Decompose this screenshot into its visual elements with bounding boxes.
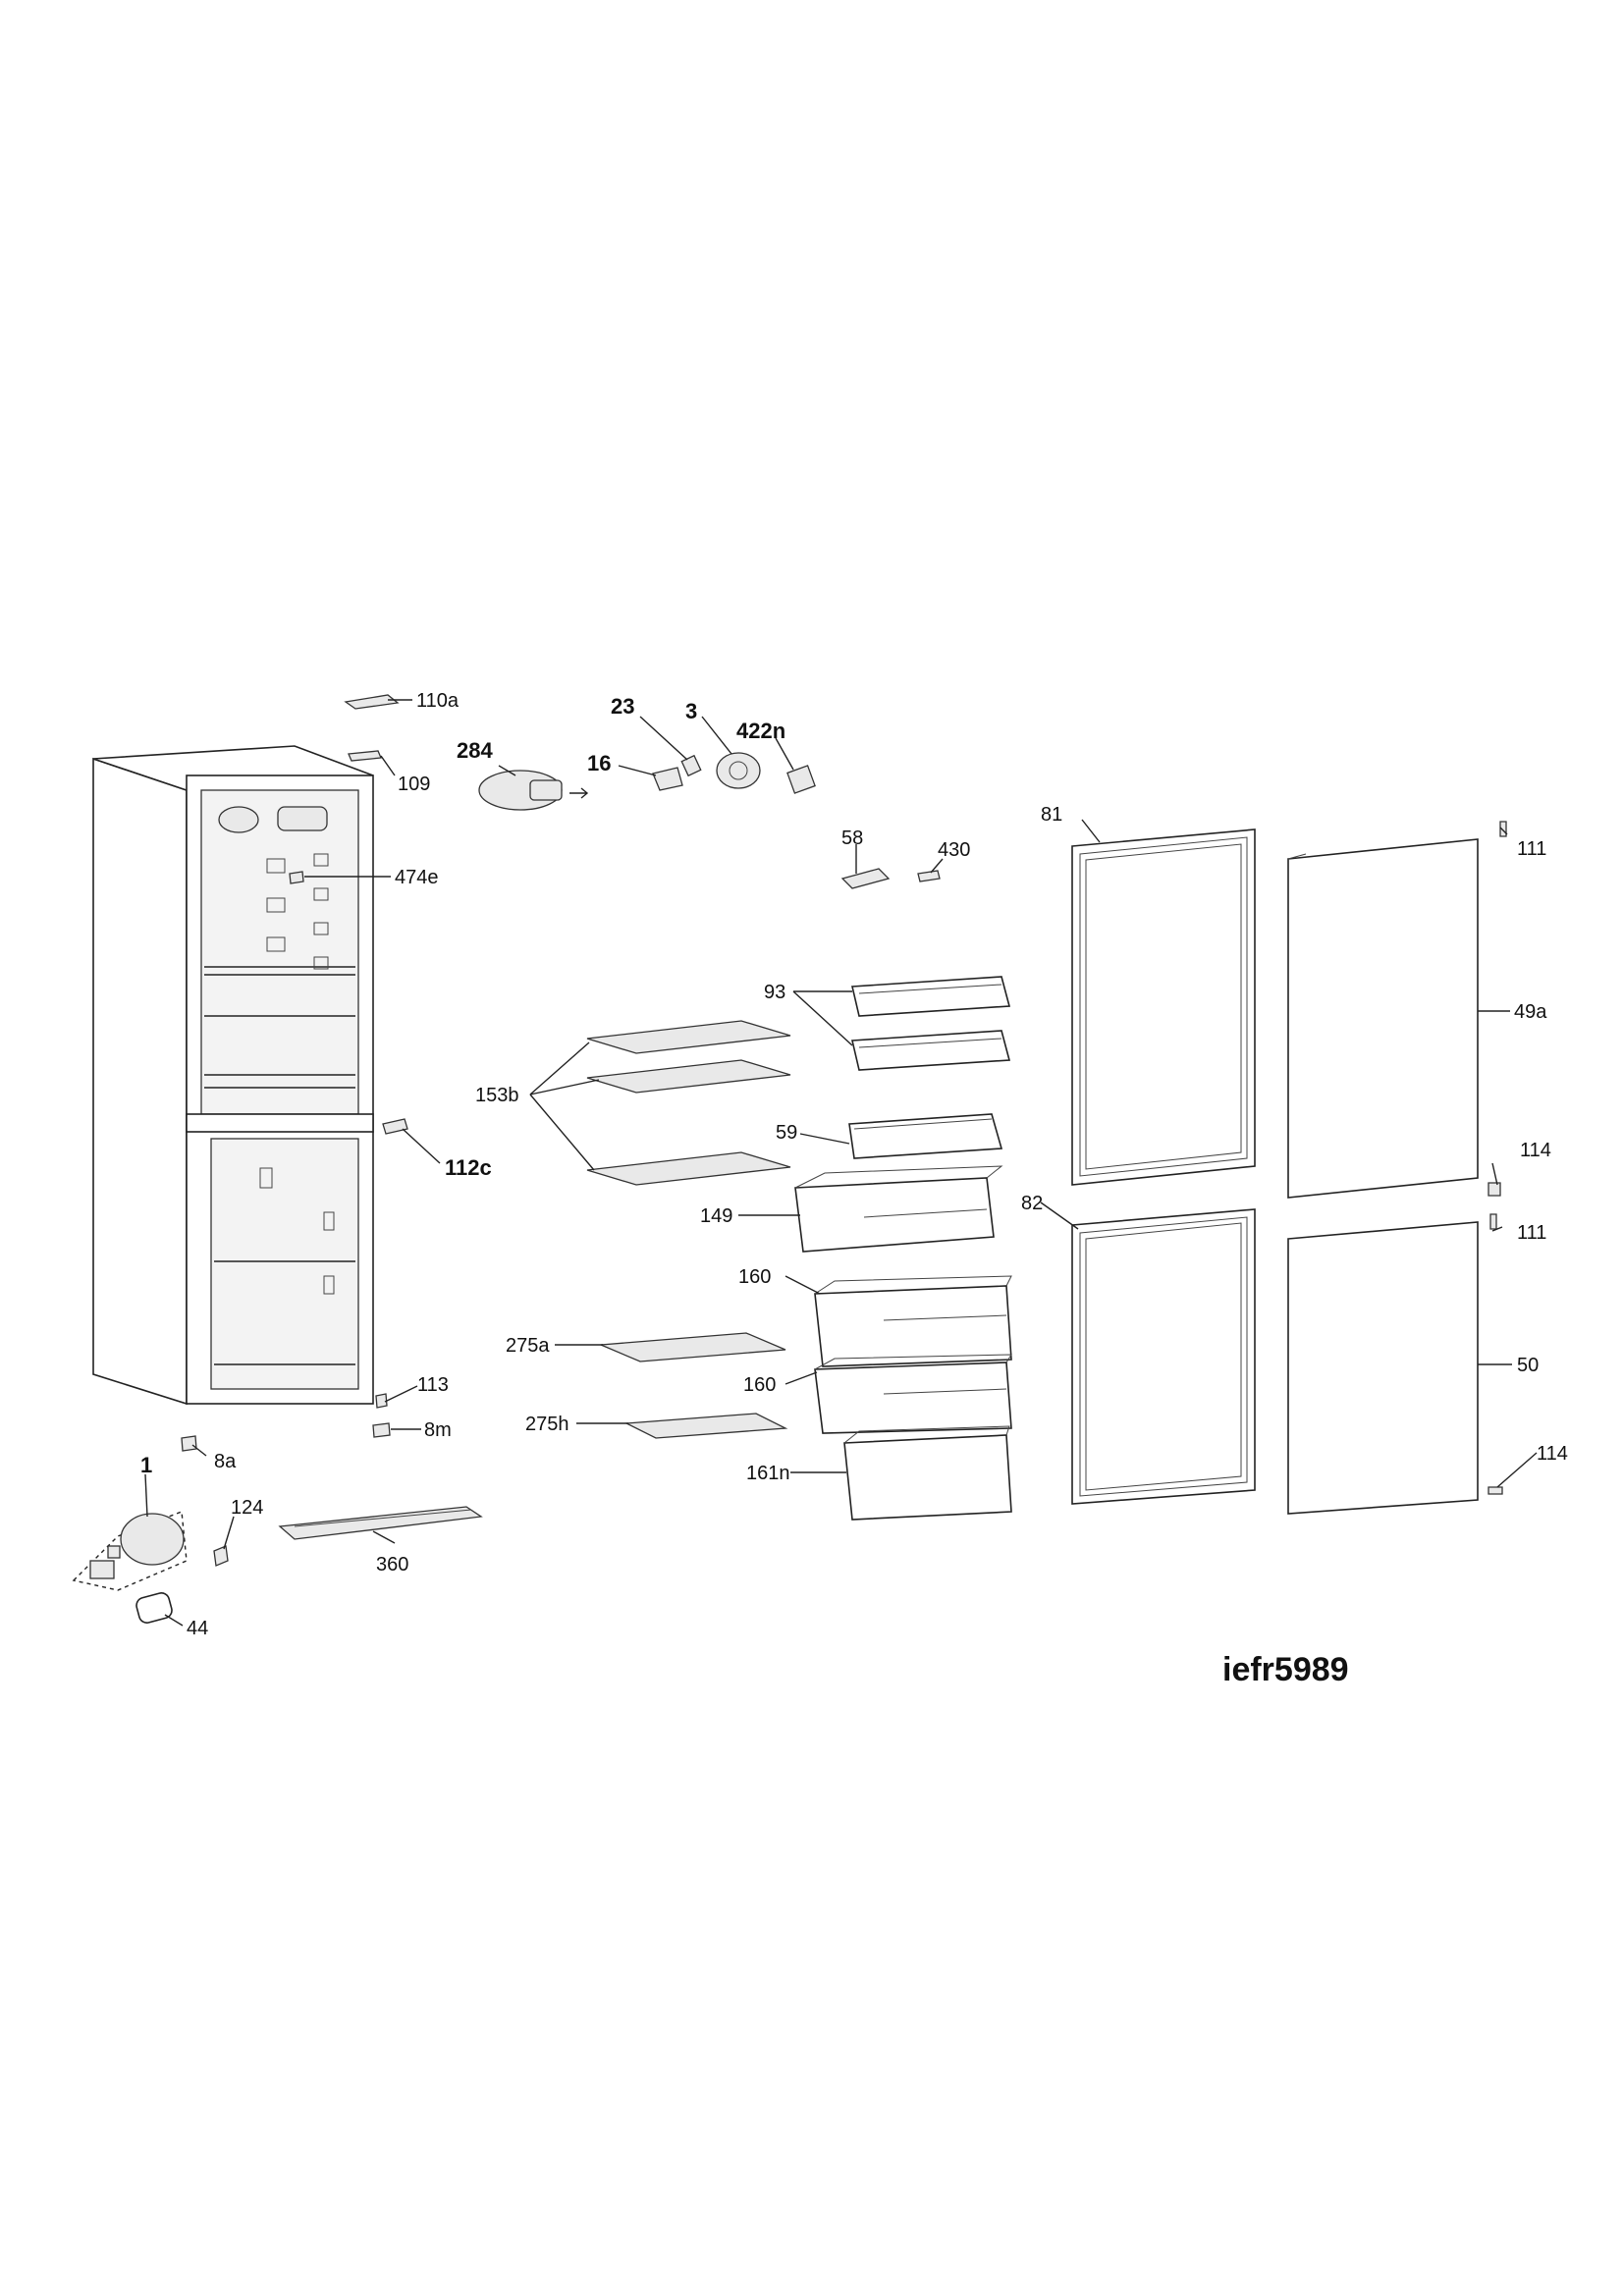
callout-275a: 275a <box>506 1335 550 1357</box>
callout-111-upper: 111 <box>1517 838 1546 860</box>
callout-422n: 422n <box>736 719 785 743</box>
callout-113: 113 <box>417 1374 449 1396</box>
part-422n <box>786 765 816 794</box>
callout-3: 3 <box>685 699 697 723</box>
callout-114-upper: 114 <box>1520 1140 1551 1161</box>
part-124 <box>213 1545 229 1567</box>
part-44 <box>135 1592 173 1624</box>
part-160-upper <box>814 1275 1012 1367</box>
callout-59: 59 <box>776 1122 797 1144</box>
callout-16: 16 <box>587 751 611 775</box>
callout-360: 360 <box>376 1554 408 1575</box>
callout-44: 44 <box>187 1618 208 1639</box>
part-275h <box>623 1413 788 1439</box>
callout-8a: 8a <box>214 1451 237 1472</box>
leader-lines <box>144 699 1538 1627</box>
model-code: iefr5989 <box>1222 1651 1349 1688</box>
part-8m <box>372 1422 391 1438</box>
part-114-upper <box>1488 1182 1501 1197</box>
callout-110a: 110a <box>416 690 460 712</box>
callout-93: 93 <box>764 982 785 1003</box>
callout-149: 149 <box>700 1205 732 1227</box>
part-81 <box>1071 828 1256 1186</box>
callout-labels: 110a 109 284 16 23 3 422n 58 430 81 111 … <box>140 690 1568 1639</box>
callout-1: 1 <box>140 1453 152 1477</box>
callout-23: 23 <box>611 694 634 719</box>
part-430 <box>917 870 941 882</box>
part-275a <box>600 1332 786 1362</box>
callout-50: 50 <box>1517 1355 1539 1376</box>
part-59 <box>848 1113 1003 1159</box>
fridge-cabinet <box>92 745 374 1406</box>
part-16 <box>652 767 683 791</box>
callout-82: 82 <box>1021 1193 1043 1214</box>
callout-161n: 161n <box>746 1463 790 1484</box>
part-49a <box>1287 838 1479 1199</box>
part-114-lower <box>1488 1486 1503 1495</box>
callout-275h: 275h <box>525 1414 569 1435</box>
callout-49a: 49a <box>1514 1001 1547 1023</box>
part-153b <box>586 1020 791 1186</box>
part-160-lower <box>814 1354 1012 1434</box>
part-111-lower <box>1489 1213 1497 1230</box>
callout-58: 58 <box>841 828 863 849</box>
part-109 <box>348 750 382 762</box>
part-93 <box>851 976 1011 1071</box>
part-82 <box>1071 1208 1256 1505</box>
callout-114-lower: 114 <box>1537 1443 1568 1465</box>
callout-112c: 112c <box>445 1155 492 1180</box>
part-113 <box>375 1393 388 1409</box>
callout-153b: 153b <box>475 1085 519 1106</box>
part-8a <box>181 1435 197 1452</box>
callout-160-lower: 160 <box>743 1374 776 1396</box>
part-58 <box>840 868 891 889</box>
part-110a <box>344 694 400 710</box>
part-112c <box>382 1118 408 1135</box>
part-149 <box>794 1165 1003 1253</box>
callout-430: 430 <box>938 839 970 861</box>
part-23 <box>680 754 702 777</box>
part-360 <box>278 1506 483 1540</box>
part-284 <box>478 770 589 811</box>
callout-109: 109 <box>398 774 430 795</box>
part-161n <box>843 1425 1012 1521</box>
part-474e <box>289 871 304 884</box>
part-50 <box>1287 1221 1479 1515</box>
part-1 <box>72 1511 188 1591</box>
callout-160-upper: 160 <box>738 1266 771 1288</box>
callout-124: 124 <box>231 1497 263 1519</box>
callout-474e: 474e <box>395 867 439 888</box>
callout-284: 284 <box>457 738 493 763</box>
part-3 <box>716 752 761 789</box>
callout-8m: 8m <box>424 1419 452 1441</box>
callout-81: 81 <box>1041 804 1062 826</box>
callout-111-lower: 111 <box>1517 1222 1546 1244</box>
